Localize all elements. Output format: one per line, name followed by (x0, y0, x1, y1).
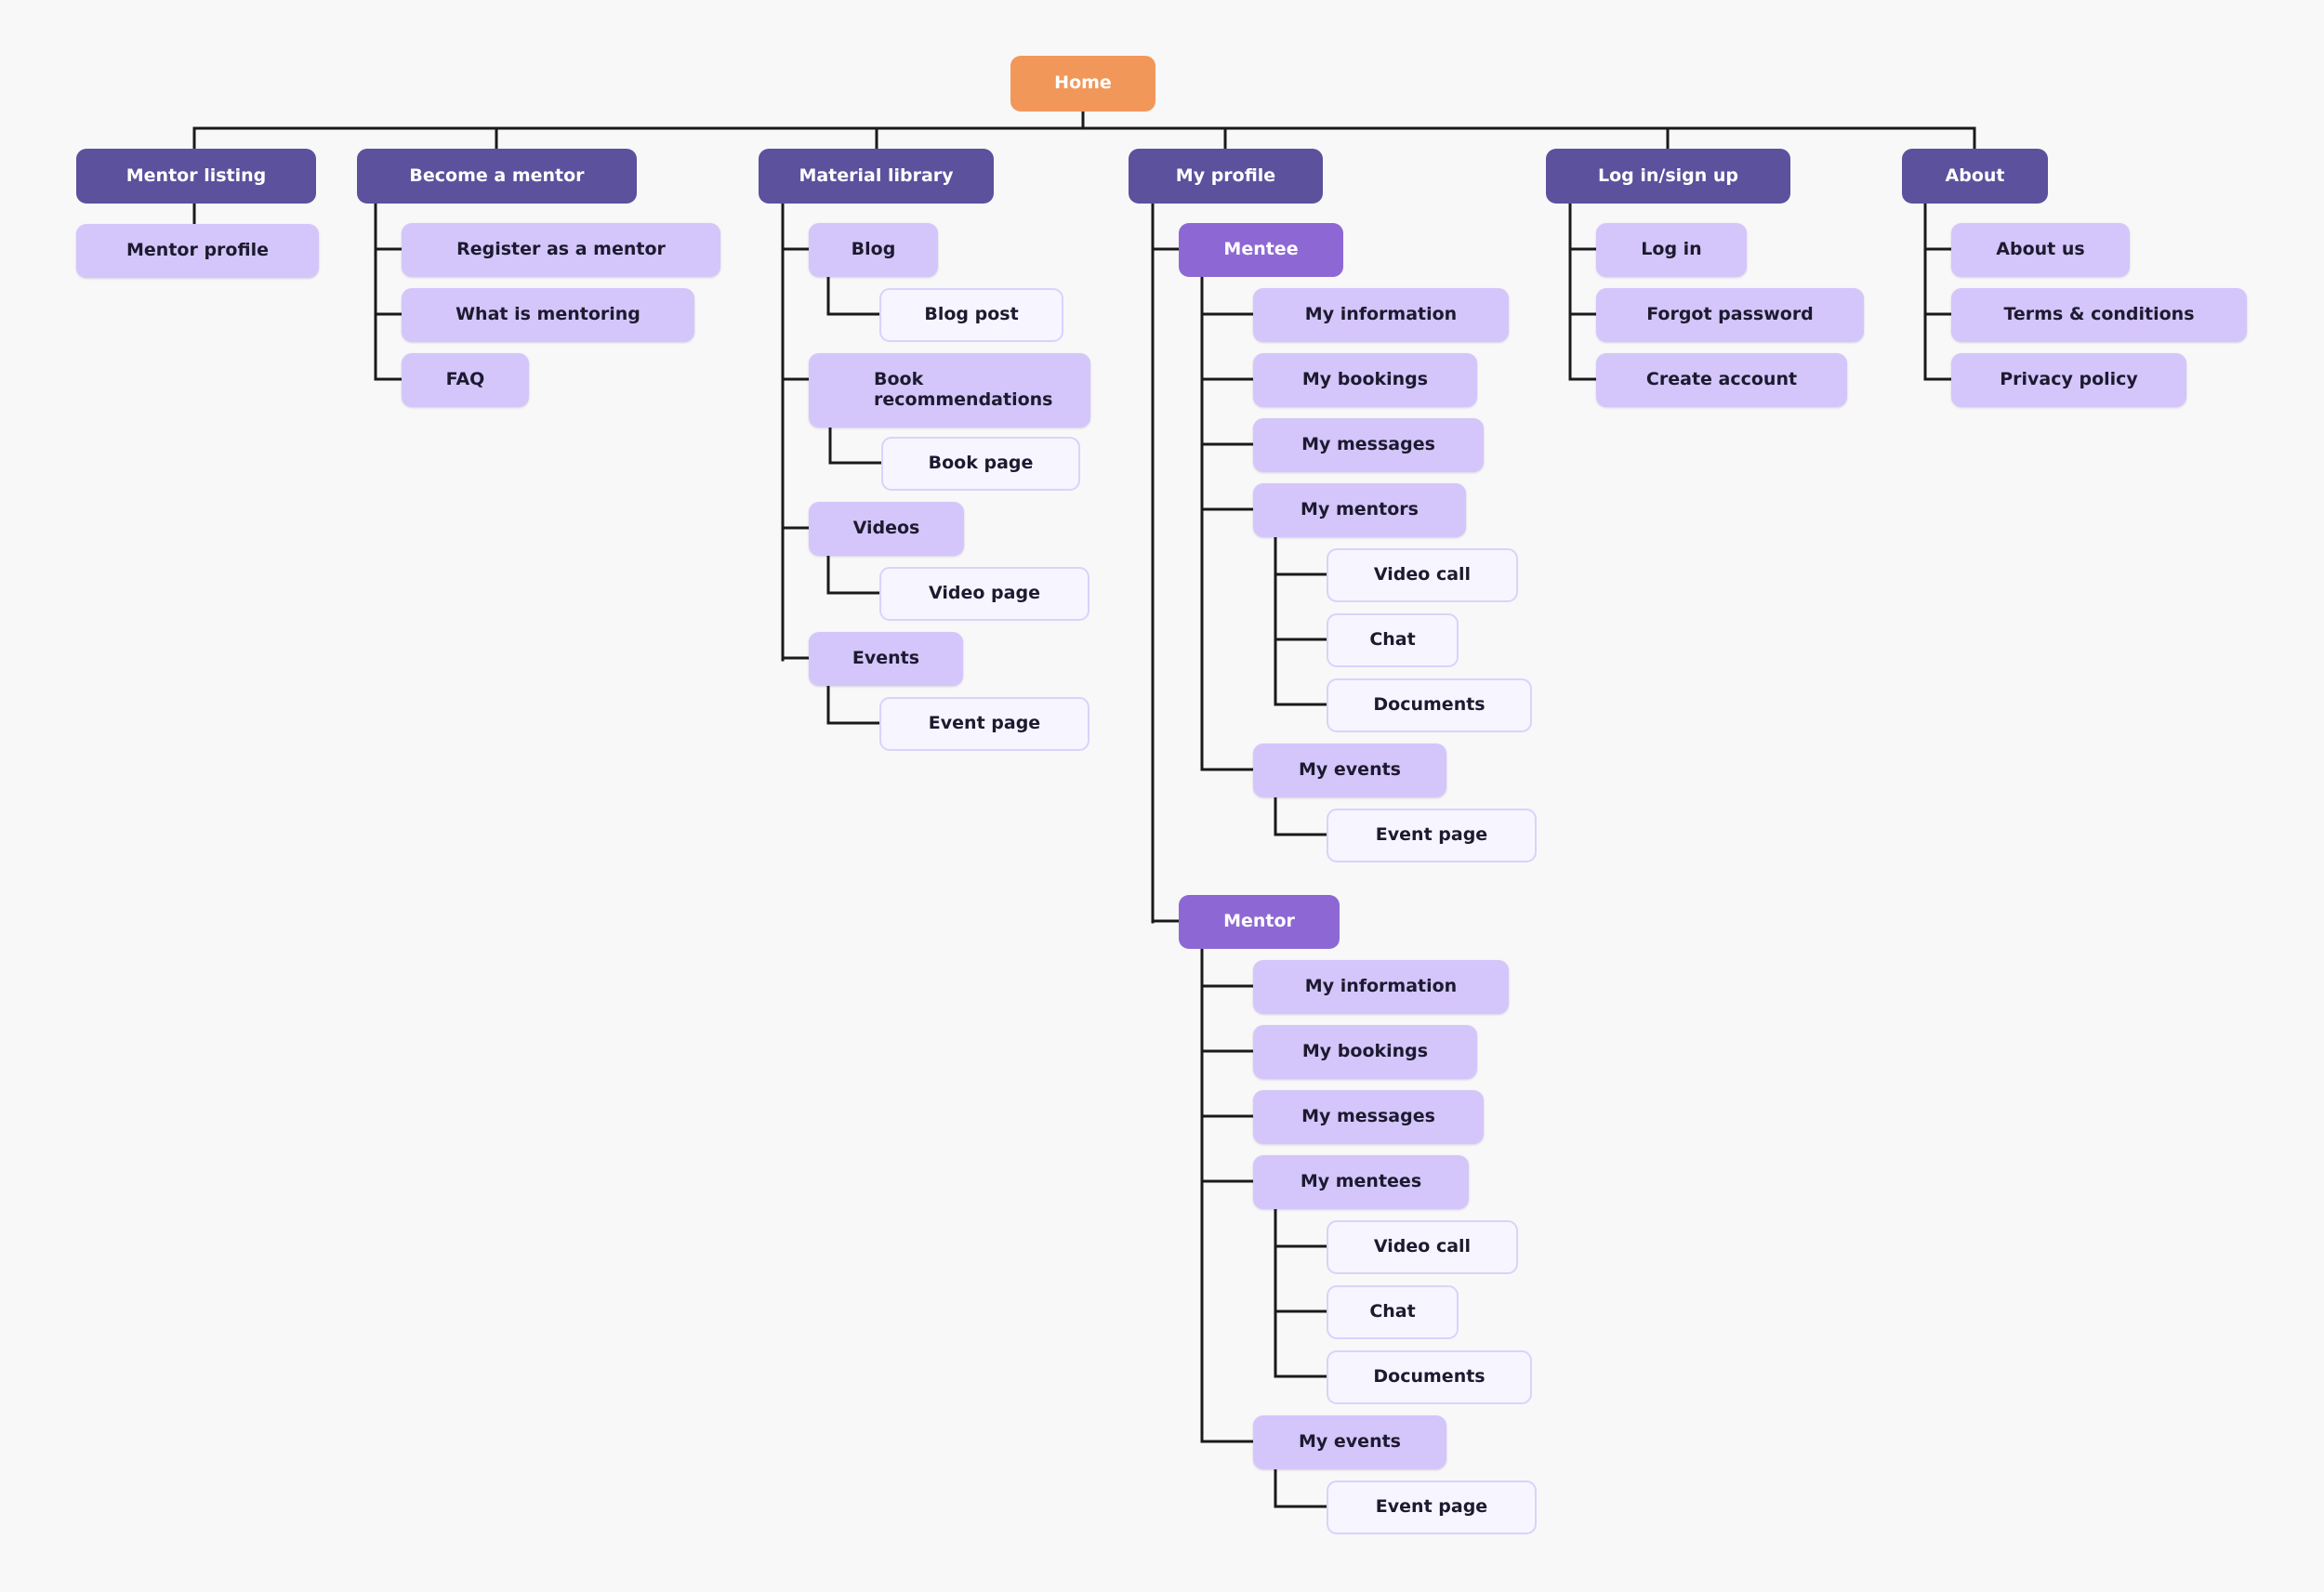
become-mentor-node: Become a mentor (357, 149, 637, 204)
blog-post-node: Blog post (879, 288, 1063, 342)
video-page-node: Video page (879, 567, 1089, 621)
material-library-node: Material library (759, 149, 994, 204)
connector-videos (826, 554, 881, 595)
login-signup-node: Log in/sign up (1546, 149, 1790, 204)
mentor-video-call-node: Video call (1327, 1220, 1518, 1274)
privacy-policy-node: Privacy policy (1951, 353, 2186, 407)
mentee-mentors-node: My mentors (1253, 483, 1466, 537)
connector-blog (826, 275, 881, 316)
mentor-profile-node: Mentor profile (76, 224, 319, 278)
blog-node: Blog (809, 223, 938, 277)
mentor-events-node: My events (1253, 1415, 1446, 1469)
connector-mentor-mentees (1274, 1207, 1328, 1378)
connector-my-profile (1151, 202, 1181, 924)
terms-conditions-node: Terms & conditions (1951, 288, 2247, 342)
connector-home-children (192, 126, 1976, 151)
forgot-password-node: Forgot password (1596, 288, 1864, 342)
connector-mentee (1200, 275, 1255, 771)
mentee-documents-node: Documents (1327, 678, 1532, 732)
mentee-messages-node: My messages (1253, 418, 1484, 472)
mentor-listing-node: Mentor listing (76, 149, 316, 204)
connector-events (826, 684, 881, 725)
connector-mentor (1200, 947, 1255, 1443)
mentor-mentees-node: My mentees (1253, 1155, 1469, 1209)
faq-node: FAQ (402, 353, 529, 407)
mentee-node: Mentee (1179, 223, 1343, 277)
register-mentor-node: Register as a mentor (402, 223, 720, 277)
mentee-chat-node: Chat (1327, 613, 1459, 667)
about-us-node: About us (1951, 223, 2130, 277)
mentor-event-page-node: Event page (1327, 1480, 1537, 1534)
connector-login (1568, 202, 1598, 381)
connector-mentee-events (1274, 796, 1328, 836)
what-is-mentoring-node: What is mentoring (402, 288, 694, 342)
connector-book-recs (828, 426, 883, 465)
events-node: Events (809, 632, 963, 686)
mentee-information-node: My information (1253, 288, 1509, 342)
mentor-node: Mentor (1179, 895, 1340, 949)
book-page-node: Book page (881, 437, 1080, 491)
mentee-events-node: My events (1253, 743, 1446, 797)
mentee-video-call-node: Video call (1327, 548, 1518, 602)
connector-become-mentor (374, 202, 403, 381)
connector-about (1923, 202, 1953, 381)
videos-node: Videos (809, 502, 964, 556)
mentor-chat-node: Chat (1327, 1285, 1459, 1339)
home-node: Home (1010, 56, 1155, 112)
mentee-event-page-node: Event page (1327, 809, 1537, 862)
connector-material-library (781, 202, 811, 662)
log-in-node: Log in (1596, 223, 1747, 277)
mentor-bookings-node: My bookings (1253, 1025, 1477, 1079)
mentor-documents-node: Documents (1327, 1350, 1532, 1404)
my-profile-node: My profile (1129, 149, 1323, 204)
mentee-bookings-node: My bookings (1253, 353, 1477, 407)
connector-mentor-events (1274, 1467, 1328, 1508)
event-page-node: Event page (879, 697, 1089, 751)
mentor-messages-node: My messages (1253, 1090, 1484, 1144)
mentor-information-node: My information (1253, 960, 1509, 1014)
create-account-node: Create account (1596, 353, 1847, 407)
connector-mentee-mentors (1274, 535, 1328, 706)
connector-home-bus (192, 110, 1976, 130)
about-node: About (1902, 149, 2048, 204)
